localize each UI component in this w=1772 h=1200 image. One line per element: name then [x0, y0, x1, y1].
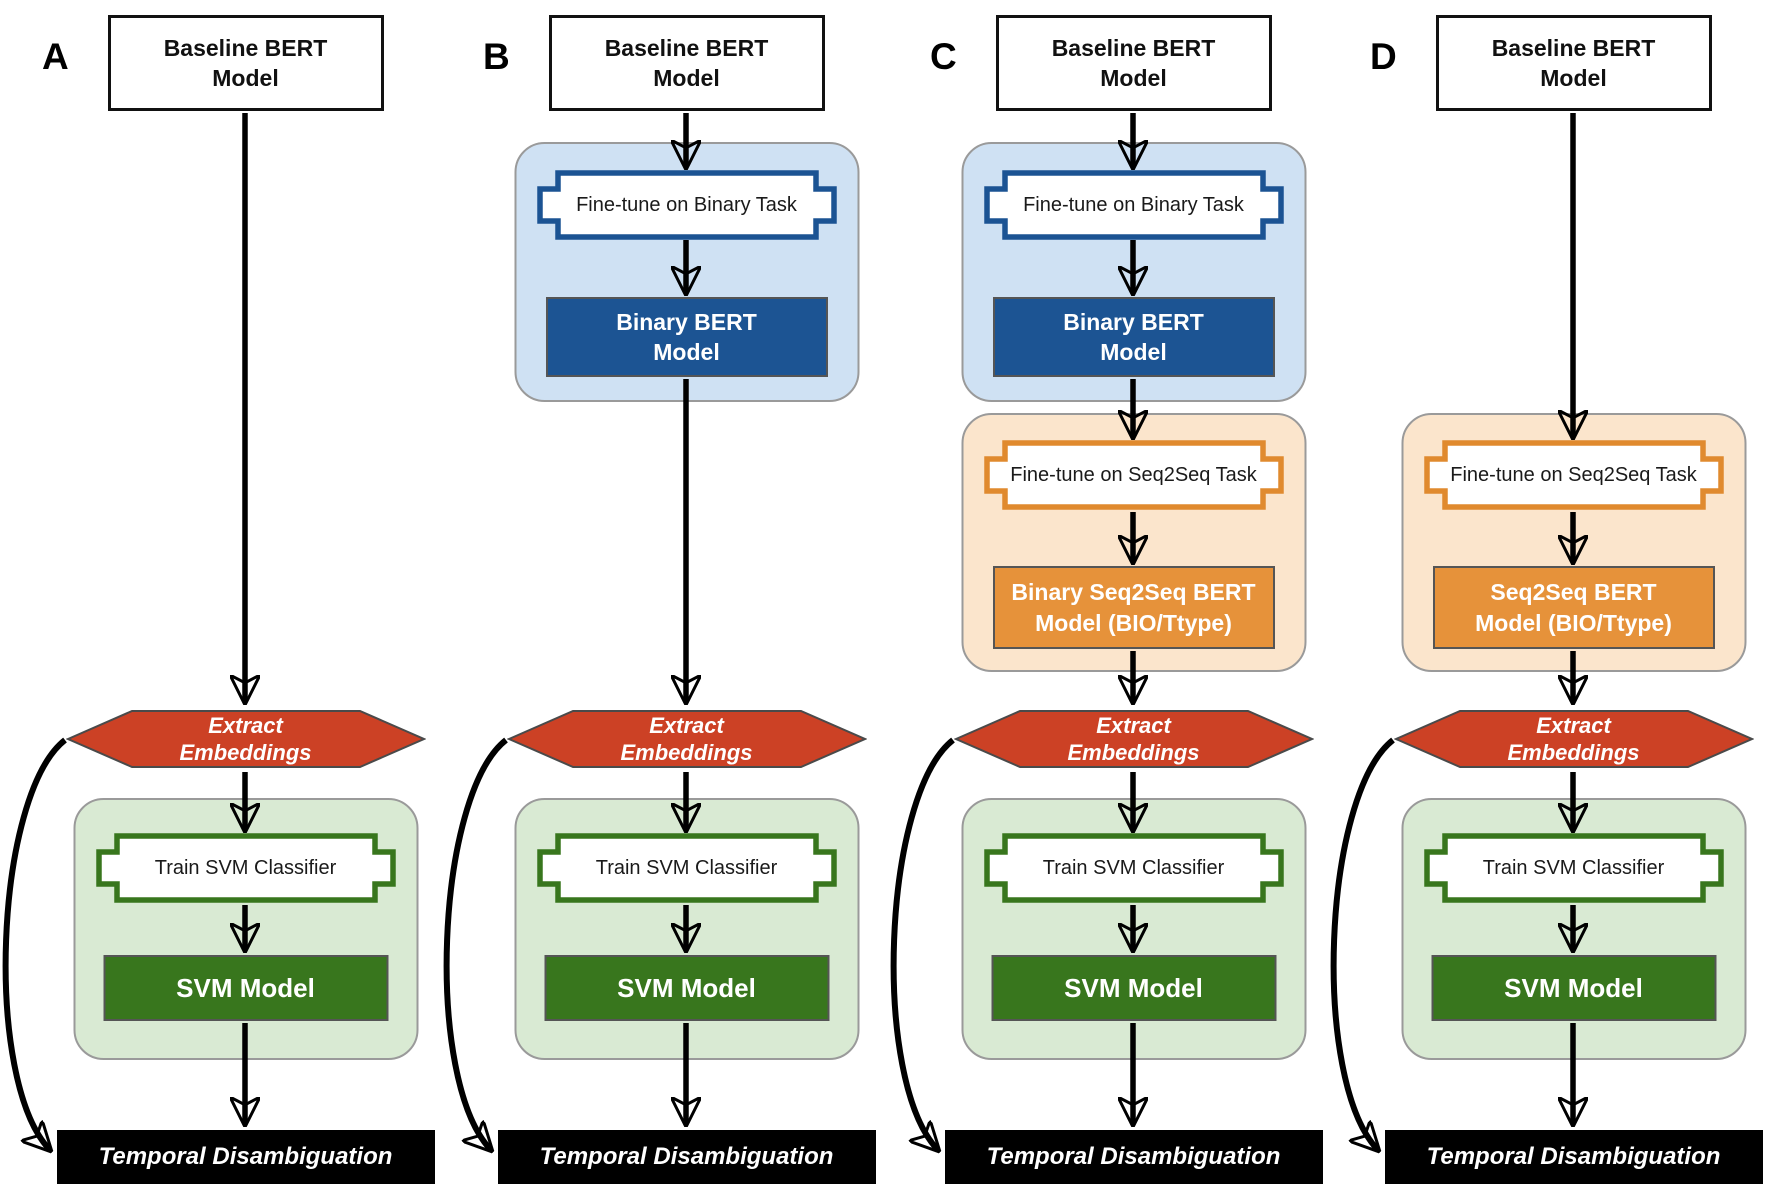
extract-embeddings-label: Extract Embeddings	[1394, 708, 1754, 770]
extract-embeddings-hexagon: Extract Embeddings	[506, 708, 867, 770]
notched-frame	[1423, 833, 1724, 903]
hexagon-shape	[953, 710, 1314, 768]
finetune-seq2seq-task-box: Fine-tune on Seq2Seq Task	[983, 440, 1284, 510]
panel-b-arrows	[443, 113, 686, 1150]
train-svm-label: Train SVM Classifier	[154, 856, 337, 879]
panel-d-arrows	[1330, 113, 1573, 1150]
svm-model-box: SVM Model	[544, 955, 829, 1021]
temporal-disambiguation-box: Temporal Disambiguation	[56, 1130, 435, 1184]
binary-bert-line2: Model	[1100, 339, 1167, 365]
temporal-disambiguation-label: Temporal Disambiguation	[986, 1143, 1281, 1170]
notched-frame	[536, 170, 837, 240]
binary-bert-line1: Binary BERT	[616, 308, 757, 335]
svm-model-label: SVM Model	[1064, 972, 1203, 1003]
extract-embeddings-label: Extract Embeddings	[954, 708, 1314, 770]
baseline-bert-box: Baseline BERT Model	[1435, 15, 1712, 111]
panel-a: A Baseline BERT Model Extract Embeddings…	[24, 0, 467, 1200]
train-svm-label: Train SVM Classifier	[1042, 856, 1225, 879]
temporal-disambiguation-box: Temporal Disambiguation	[944, 1130, 1323, 1184]
finetune-binary-task-box: Fine-tune on Binary Task	[536, 170, 837, 240]
extract-line1: Extract	[1536, 712, 1611, 738]
extract-line1: Extract	[1096, 712, 1171, 738]
panel-a-arrows	[2, 113, 245, 1150]
temporal-disambiguation-label: Temporal Disambiguation	[539, 1143, 834, 1170]
binary-bert-model-box: Binary BERT Model	[992, 297, 1275, 377]
notched-frame	[983, 170, 1284, 240]
panel-c: C Baseline BERT Model Fine-tune on Binar…	[912, 0, 1355, 1200]
baseline-bert-line2: Model	[653, 65, 720, 91]
baseline-bert-line1: Baseline BERT	[163, 34, 328, 61]
baseline-bert-box: Baseline BERT Model	[548, 15, 825, 111]
extract-line2: Embeddings	[1507, 740, 1640, 765]
baseline-bert-box: Baseline BERT Model	[995, 15, 1272, 111]
finetune-seq2seq-task-box: Fine-tune on Seq2Seq Task	[1423, 440, 1724, 510]
extract-embeddings-label: Extract Embeddings	[66, 708, 426, 770]
baseline-bert-line1: Baseline BERT	[1491, 34, 1656, 61]
temporal-disambiguation-box: Temporal Disambiguation	[497, 1130, 876, 1184]
baseline-bert-line2: Model	[1540, 65, 1607, 91]
hexagon-shape	[506, 710, 867, 768]
panel-c-arrows	[890, 113, 1133, 1150]
finetune-seq2seq-label: Fine-tune on Seq2Seq Task	[1010, 463, 1257, 486]
seq2seq-line1: Seq2Seq BERT	[1490, 579, 1657, 606]
binary-bert-model-box: Binary BERT Model	[545, 297, 828, 377]
extract-line1: Extract	[208, 712, 283, 738]
temporal-disambiguation-box: Temporal Disambiguation	[1384, 1130, 1763, 1184]
binary-bert-line2: Model	[653, 339, 720, 365]
extract-line2: Embeddings	[620, 740, 753, 765]
panel-d: D Baseline BERT Model Fine-tune on Seq2S…	[1352, 0, 1772, 1200]
finetune-seq2seq-label: Fine-tune on Seq2Seq Task	[1450, 463, 1697, 486]
train-svm-task-box: Train SVM Classifier	[1423, 833, 1724, 903]
temporal-disambiguation-label: Temporal Disambiguation	[98, 1143, 393, 1170]
binary-seq2seq-line2: Model (BIO/Ttype)	[1035, 609, 1232, 636]
extract-embeddings-hexagon: Extract Embeddings	[1393, 708, 1754, 770]
seq2seq-bert-model-box: Seq2Seq BERT Model (BIO/Ttype)	[1432, 566, 1715, 649]
baseline-bert-line2: Model	[212, 65, 279, 91]
notched-frame	[983, 833, 1284, 903]
baseline-bert-box: Baseline BERT Model	[107, 15, 384, 111]
hexagon-shape	[1393, 710, 1754, 768]
extract-embeddings-hexagon: Extract Embeddings	[65, 708, 426, 770]
train-svm-task-box: Train SVM Classifier	[95, 833, 396, 903]
finetune-binary-label: Fine-tune on Binary Task	[576, 193, 797, 216]
binary-bert-line1: Binary BERT	[1063, 308, 1204, 335]
temporal-disambiguation-label: Temporal Disambiguation	[1426, 1143, 1721, 1170]
panel-c-label: C	[930, 36, 957, 77]
binary-seq2seq-bert-model-box: Binary Seq2Seq BERT Model (BIO/Ttype)	[992, 566, 1275, 649]
extract-line2: Embeddings	[1067, 740, 1200, 765]
extract-line2: Embeddings	[179, 740, 312, 765]
notched-frame	[536, 833, 837, 903]
seq2seq-line2: Model (BIO/Ttype)	[1475, 609, 1672, 636]
baseline-bert-line2: Model	[1100, 65, 1167, 91]
train-svm-label: Train SVM Classifier	[595, 856, 778, 879]
finetune-binary-task-box: Fine-tune on Binary Task	[983, 170, 1284, 240]
svm-model-box: SVM Model	[991, 955, 1276, 1021]
baseline-bert-line1: Baseline BERT	[604, 34, 769, 61]
svm-model-label: SVM Model	[176, 972, 315, 1003]
svm-model-label: SVM Model	[617, 972, 756, 1003]
binary-seq2seq-line1: Binary Seq2Seq BERT	[1011, 579, 1256, 606]
panel-d-label: D	[1370, 36, 1397, 77]
svm-model-box: SVM Model	[1431, 955, 1716, 1021]
extract-embeddings-hexagon: Extract Embeddings	[953, 708, 1314, 770]
notched-frame	[983, 440, 1284, 510]
panel-a-label: A	[42, 36, 69, 77]
train-svm-task-box: Train SVM Classifier	[983, 833, 1284, 903]
panel-b-label: B	[483, 36, 510, 77]
train-svm-task-box: Train SVM Classifier	[536, 833, 837, 903]
notched-frame	[1423, 440, 1724, 510]
hexagon-shape	[65, 710, 426, 768]
svm-model-box: SVM Model	[103, 955, 388, 1021]
notched-frame	[95, 833, 396, 903]
baseline-bert-line1: Baseline BERT	[1051, 34, 1216, 61]
extract-embeddings-label: Extract Embeddings	[507, 708, 867, 770]
svm-model-label: SVM Model	[1504, 972, 1643, 1003]
train-svm-label: Train SVM Classifier	[1482, 856, 1665, 879]
finetune-binary-label: Fine-tune on Binary Task	[1023, 193, 1244, 216]
extract-line1: Extract	[649, 712, 724, 738]
panel-b: B Baseline BERT Model Fine-tune on Binar…	[465, 0, 908, 1200]
